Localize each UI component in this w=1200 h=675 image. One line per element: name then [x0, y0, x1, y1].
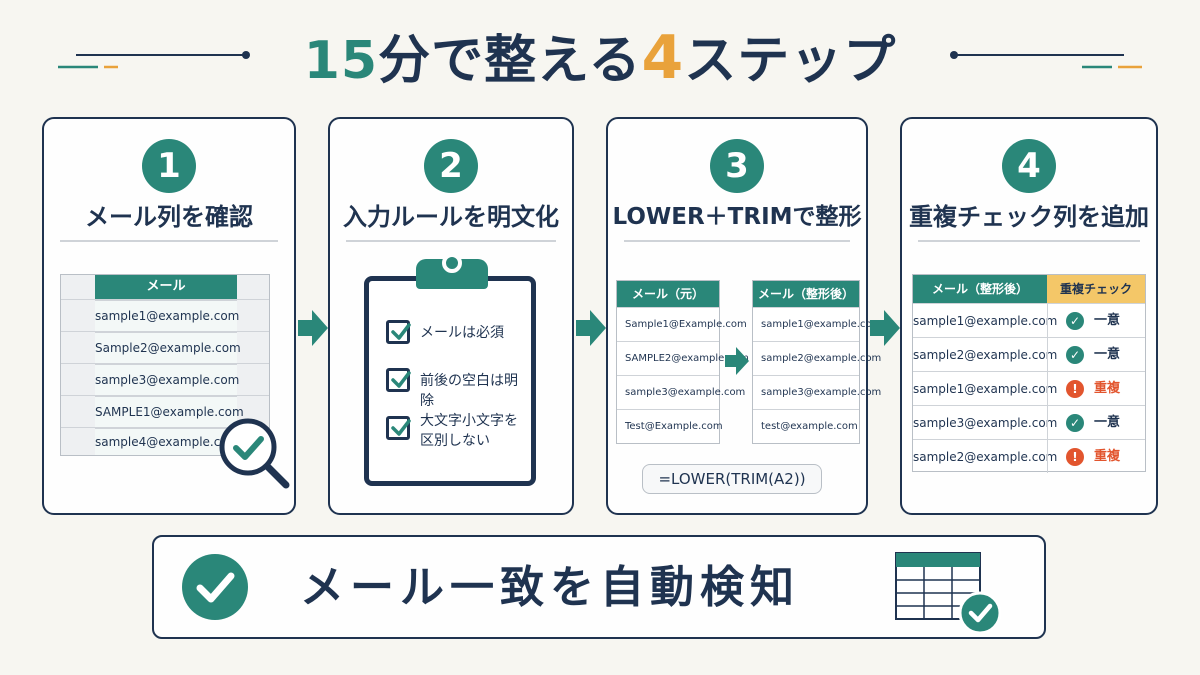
header-decoration-right	[950, 51, 1142, 69]
table-row: Sample1@Example.com	[617, 307, 747, 341]
result-banner: メール一致を自動検知	[152, 535, 1046, 639]
step-number-3: 3	[710, 139, 764, 193]
table-row: Sample2@example.com	[95, 332, 241, 363]
checklist-item: メールは必須	[420, 325, 504, 341]
step-divider-4	[918, 240, 1140, 242]
clipboard-clip-hole	[442, 253, 462, 273]
table-line	[61, 299, 269, 300]
magnifier-check-icon	[219, 418, 290, 489]
status-badge: 一意	[1094, 347, 1121, 362]
check-circle-icon: ✓	[1066, 346, 1084, 364]
table-line	[61, 363, 269, 364]
checklist-item: 前後の空白は明除	[420, 373, 518, 409]
after-table: メール（整形後） sample1@example.com sample2@exa…	[752, 280, 881, 444]
step-divider-3	[624, 240, 850, 242]
table-row: SAMPLE1@example.com	[95, 396, 244, 427]
step-card-3: 3 LOWER＋TRIMで整形 メール（元） Sample1@Example.c…	[606, 117, 881, 515]
spreadsheet-check-icon	[895, 552, 1002, 633]
title-text-1: 分で整える	[378, 31, 642, 91]
check-circle-icon: ✓	[1066, 312, 1084, 330]
status-badge: 重複	[1094, 449, 1121, 464]
table-row: sample3@example.com	[617, 375, 745, 409]
checkbox-icon	[386, 368, 410, 392]
checkbox-icon	[386, 416, 410, 440]
arrow-right-icon	[870, 310, 900, 346]
checklist-item: 大文字小文字を区別しない	[420, 413, 518, 449]
table-cell-email: sample1@example.com	[913, 303, 1057, 337]
table-cell-email: sample2@example.com	[913, 337, 1057, 371]
check-mark-icon	[391, 371, 411, 388]
table-row: test@example.com	[753, 409, 859, 443]
step-card-2: 2 入力ルールを明文化 メールは必須 前後の空白は明除 大文字小文字を区別しない	[328, 117, 574, 515]
table-line	[61, 331, 269, 332]
table-line	[61, 427, 269, 428]
table-row: sample4@example.com	[95, 428, 239, 455]
page-title: 15分で整える4ステップ	[0, 22, 1200, 97]
table-row: sample3@example.com	[753, 375, 881, 409]
banner-text: メール一致を自動検知	[300, 562, 800, 613]
formula-box: =LOWER(TRIM(A2))	[642, 464, 822, 494]
check-circle-icon: ✓	[1066, 414, 1084, 432]
title-number: 15	[303, 31, 379, 91]
check-mark-icon	[391, 419, 411, 436]
status-cell: ✓ 一意	[1047, 303, 1145, 337]
table-row: Test@Example.com	[617, 409, 723, 443]
table-header: メール（整形後）	[753, 281, 859, 307]
arrow-right-icon	[725, 347, 749, 375]
table-row: SAMPLE2@example.com	[617, 341, 749, 375]
status-cell: ✓ 一意	[1047, 337, 1145, 371]
table-row: sample1@example.com	[95, 300, 239, 331]
title-four: 4	[641, 23, 685, 93]
header-decoration-left	[58, 51, 250, 69]
arrow-right-icon	[298, 310, 328, 346]
step-title-1: メール列を確認	[85, 203, 253, 231]
status-badge: 一意	[1094, 415, 1121, 430]
status-badge: 一意	[1094, 313, 1121, 328]
table-row: sample3@example.com	[95, 364, 239, 395]
table-header-email: メール（整形後）	[913, 275, 1047, 303]
table-header: メール	[95, 275, 237, 299]
table-header-check: 重複チェック	[1047, 275, 1145, 303]
before-table: メール（元） Sample1@Example.com SAMPLE2@examp…	[616, 280, 749, 444]
warning-circle-icon: !	[1066, 448, 1084, 466]
table-row: sample1@example.com	[753, 307, 881, 341]
table-header: メール（元）	[617, 281, 719, 307]
step-title-2: 入力ルールを明文化	[343, 203, 559, 231]
step-number-4: 4	[1002, 139, 1056, 193]
step-divider-2	[346, 240, 556, 242]
step-title-3: LOWER＋TRIMで整形	[612, 204, 862, 230]
duplicate-check-table: メール（整形後） 重複チェック sample1@example.com ✓ 一意…	[912, 274, 1146, 473]
title-text-2: ステップ	[684, 31, 897, 91]
table-row: sample2@example.com	[753, 341, 881, 375]
table-side-col-left	[61, 275, 95, 455]
warning-circle-icon: !	[1066, 380, 1084, 398]
checkbox-icon	[386, 320, 410, 344]
step-card-1: 1 メール列を確認 メール sample1@example.com Sample…	[42, 117, 296, 515]
status-cell: ! 重複	[1047, 439, 1145, 473]
step-card-4: 4 重複チェック列を追加 メール（整形後） 重複チェック sample1@exa…	[900, 117, 1158, 515]
table-cell-email: sample2@example.com	[913, 439, 1057, 473]
step-number-1: 1	[142, 139, 196, 193]
table-cell-email: sample3@example.com	[913, 405, 1057, 439]
status-cell: ! 重複	[1047, 371, 1145, 405]
step-divider-1	[60, 240, 278, 242]
arrow-right-icon	[576, 310, 606, 346]
step-number-2: 2	[424, 139, 478, 193]
check-mark-icon	[391, 323, 411, 340]
status-badge: 重複	[1094, 381, 1121, 396]
table-line	[61, 395, 269, 396]
step-title-4: 重複チェック列を追加	[909, 203, 1149, 231]
table-cell-email: sample1@example.com	[913, 371, 1057, 405]
status-cell: ✓ 一意	[1047, 405, 1145, 439]
check-circle-icon	[182, 554, 248, 620]
